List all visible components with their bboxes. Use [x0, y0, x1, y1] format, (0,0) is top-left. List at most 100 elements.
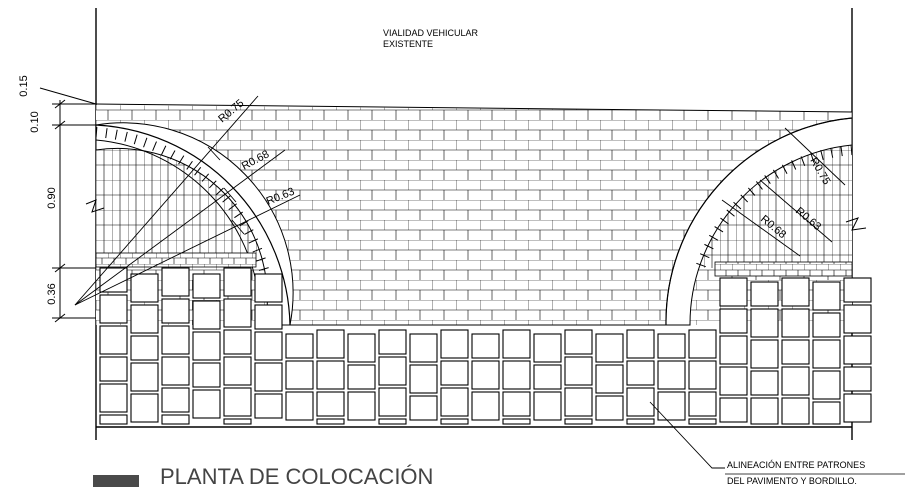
- paver-tile: [192, 389, 221, 419]
- paver-tile: [378, 356, 407, 386]
- paver-tile: [812, 339, 841, 369]
- paver-tile: [130, 304, 159, 334]
- paver-tile: [564, 418, 593, 425]
- paver-tile: [843, 393, 872, 423]
- paver-tile: [688, 329, 717, 359]
- paver-tile: [719, 277, 748, 307]
- paver-tile: [223, 387, 252, 417]
- paver-tile: [99, 325, 128, 355]
- paver-tile: [254, 273, 283, 303]
- paver-tile: [130, 393, 159, 423]
- left-border-strip: [95, 252, 257, 268]
- right-border-strip: [714, 261, 853, 277]
- paver-tile: [843, 304, 872, 334]
- paver-tile: [626, 418, 655, 425]
- lower-paver-field: [99, 267, 872, 425]
- paver-tile: [99, 383, 128, 413]
- road-label-line2: EXISTENTE: [383, 39, 433, 49]
- paver-tile: [409, 395, 438, 421]
- paver-tile: [285, 360, 314, 390]
- paver-tile: [719, 308, 748, 334]
- paver-tile: [254, 331, 283, 361]
- paver-tile: [378, 387, 407, 417]
- paver-tile: [812, 281, 841, 311]
- paver-tile: [440, 418, 469, 425]
- paver-tile: [781, 339, 810, 365]
- dim-010: 0.10: [29, 111, 41, 132]
- paver-tile: [812, 370, 841, 400]
- paver-tile: [161, 298, 190, 324]
- paver-tile: [471, 360, 500, 390]
- paver-tile: [192, 300, 221, 330]
- paver-tile: [223, 298, 252, 328]
- paver-tile: [812, 312, 841, 338]
- right-curb-interior: [690, 145, 852, 268]
- paver-tile: [161, 414, 190, 425]
- paver-tile: [750, 370, 779, 396]
- paver-tile: [316, 418, 345, 425]
- paver-tile: [595, 333, 624, 363]
- left-dimension-chain: [39, 87, 97, 323]
- paver-tile: [719, 366, 748, 396]
- paver-tile: [161, 267, 190, 297]
- paver-tile: [99, 356, 128, 382]
- paver-tile: [161, 356, 190, 386]
- paver-tile: [440, 360, 469, 386]
- paver-tile: [130, 273, 159, 303]
- paver-tile: [223, 418, 252, 425]
- paver-tile: [688, 391, 717, 417]
- paver-tile: [192, 362, 221, 388]
- paver-tile: [192, 331, 221, 361]
- right-radius-leaders: [721, 127, 846, 257]
- paver-tile: [688, 360, 717, 390]
- paver-tile: [440, 329, 469, 359]
- paver-tile: [719, 335, 748, 365]
- paver-tile: [254, 393, 283, 419]
- paver-tile: [99, 267, 128, 293]
- title-marker-bar: [93, 475, 139, 487]
- paver-tile: [161, 387, 190, 413]
- paver-tile: [99, 414, 128, 425]
- right-break-symbol: [845, 217, 867, 231]
- paver-tile: [285, 333, 314, 359]
- paver-tile: [688, 418, 717, 425]
- paver-tile: [254, 304, 283, 330]
- drawing-title: PLANTA DE COLOCACIÓN: [160, 464, 433, 487]
- paver-tile: [316, 391, 345, 417]
- paver-tile: [626, 360, 655, 386]
- paver-tile: [409, 364, 438, 394]
- dim-036: 0.36: [46, 283, 58, 304]
- road-label-line1: VIALIDAD VEHICULAR: [383, 28, 479, 38]
- paver-tile: [750, 397, 779, 425]
- paver-tile: [316, 329, 345, 359]
- paver-tile: [533, 364, 562, 390]
- paver-tile: [409, 333, 438, 363]
- paver-tile: [564, 356, 593, 386]
- paver-tile: [781, 397, 810, 425]
- paver-tile: [812, 401, 841, 425]
- alignment-note-line2: DEL PAVIMENTO Y BORDILLO.: [727, 476, 857, 486]
- left-break-symbol: [85, 199, 105, 213]
- paver-tile: [564, 387, 593, 417]
- paver-tile: [254, 362, 283, 392]
- paver-tile: [347, 391, 376, 421]
- paver-tile: [843, 277, 872, 303]
- paver-tile: [533, 333, 562, 363]
- paver-tile: [285, 391, 314, 421]
- paver-tile: [595, 364, 624, 394]
- paver-tile: [626, 329, 655, 359]
- paver-tile: [657, 360, 686, 390]
- paver-tile: [99, 294, 128, 324]
- paver-tile: [564, 329, 593, 355]
- left-radius-leaders: [74, 95, 301, 306]
- paver-tile: [223, 356, 252, 386]
- upper-field-top-edge: [95, 103, 853, 113]
- paver-tile: [223, 329, 252, 355]
- paver-tile: [316, 360, 345, 390]
- paver-tile: [533, 391, 562, 421]
- paver-tile: [502, 418, 531, 425]
- paver-tile: [130, 362, 159, 392]
- paver-tile: [130, 335, 159, 361]
- paver-tile: [192, 273, 221, 299]
